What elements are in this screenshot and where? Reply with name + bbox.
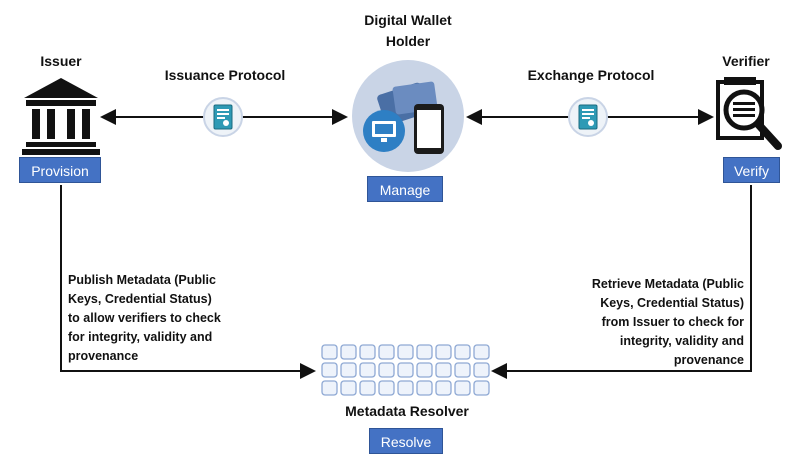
- resolver-cell: [378, 362, 395, 378]
- retrieve-arrow: [491, 185, 752, 379]
- resolver-cell: [473, 362, 490, 378]
- magnifier-document-icon: [716, 77, 782, 150]
- resolver-cell: [397, 380, 414, 396]
- resolver-cell: [321, 380, 338, 396]
- exchange-protocol-label: Exchange Protocol: [527, 67, 655, 83]
- resolver-cell: [416, 380, 433, 396]
- resolver-cell: [435, 380, 452, 396]
- smartphone-icon: [414, 104, 444, 154]
- resolver-cell: [454, 362, 471, 378]
- credential-document-icon: [568, 97, 608, 137]
- resolver-cell: [473, 380, 490, 396]
- verify-tag: Verify: [723, 157, 780, 183]
- resolver-cell: [321, 362, 338, 378]
- issuer-title: Issuer: [40, 53, 82, 69]
- resolver-cell: [359, 344, 376, 360]
- provision-tag: Provision: [19, 157, 101, 183]
- publish-arrow: [60, 185, 316, 379]
- verifier-title: Verifier: [722, 53, 770, 69]
- resolver-cell: [416, 362, 433, 378]
- resolver-cell: [435, 362, 452, 378]
- resolver-cell: [454, 344, 471, 360]
- resolver-cell: [321, 344, 338, 360]
- resolver-cell: [359, 380, 376, 396]
- resolver-cell: [416, 344, 433, 360]
- publish-metadata-note: Publish Metadata (Public Keys, Credentia…: [68, 273, 221, 363]
- resolver-cell: [397, 344, 414, 360]
- resolver-cell: [340, 362, 357, 378]
- holder-title-line1: Digital Wallet: [364, 12, 452, 28]
- retrieve-metadata-note: Retrieve Metadata (Public Keys, Credenti…: [591, 277, 744, 367]
- resolver-cell: [340, 344, 357, 360]
- resolver-cell: [397, 362, 414, 378]
- resolver-grid-icon: [321, 344, 490, 396]
- resolve-tag: Resolve: [369, 428, 443, 454]
- manage-tag: Manage: [367, 176, 443, 202]
- resolver-cell: [454, 380, 471, 396]
- issuance-protocol-label: Issuance Protocol: [164, 67, 286, 83]
- resolver-cell: [473, 344, 490, 360]
- resolver-cell: [435, 344, 452, 360]
- credential-document-icon: [203, 97, 243, 137]
- holder-title-line2: Holder: [385, 33, 431, 49]
- resolver-title: Metadata Resolver: [345, 403, 469, 419]
- resolver-cell: [359, 362, 376, 378]
- resolver-cell: [378, 344, 395, 360]
- bank-icon: [22, 78, 100, 155]
- resolver-cell: [340, 380, 357, 396]
- monitor-icon: [363, 110, 405, 152]
- wallet-icon: [352, 60, 464, 172]
- resolver-cell: [378, 380, 395, 396]
